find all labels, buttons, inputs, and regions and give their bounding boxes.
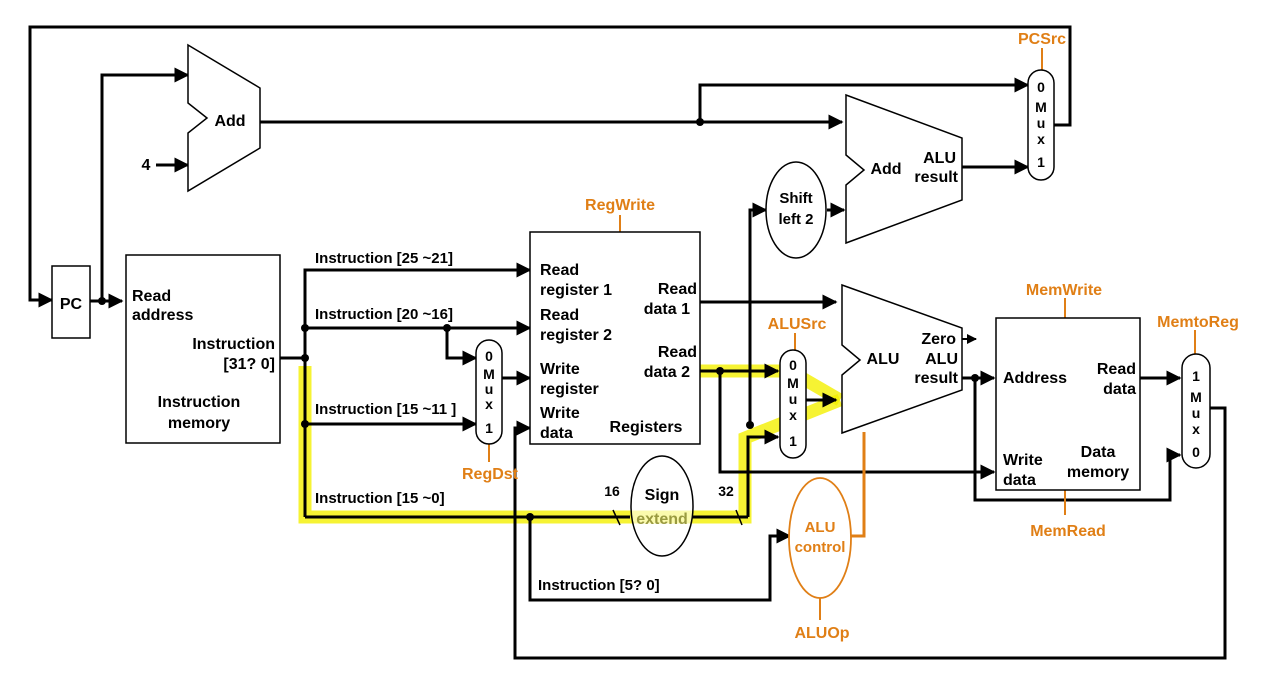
pcsrc-label: PCSrc (1018, 31, 1066, 48)
control-wires (488, 48, 1196, 620)
branch-adder-label: Add (870, 161, 901, 178)
instr-5-0-label: Instruction [5? 0] (538, 577, 660, 594)
shift-line2: left 2 (778, 211, 813, 228)
instr-15-0-label: Instruction [15 ~0] (315, 490, 445, 507)
mux-text: x (1192, 421, 1200, 437)
alu-control: ALU control (788, 477, 852, 599)
branch-alu-result-1: ALU (923, 150, 956, 167)
branch-adder: Add ALU result (845, 93, 963, 245)
mux-text: u (789, 391, 798, 407)
reg-read2-line1: Read (540, 307, 579, 324)
sign-line1: Sign (645, 487, 680, 504)
junctions (98, 118, 979, 521)
wires (28, 25, 1227, 660)
mux-text: M (483, 366, 495, 382)
dmem-write-line2: data (1003, 472, 1036, 489)
mux-text: M (1035, 99, 1047, 115)
mux-text: 1 (789, 433, 797, 449)
memwrite-label: MemWrite (1026, 282, 1102, 299)
mux-text: 1 (485, 420, 493, 436)
reg-rdata2-line2: data 2 (644, 364, 690, 381)
data-memory: Address Read data Write data Data memory (995, 317, 1141, 491)
regdst-mux: 0 M u x 1 (475, 339, 503, 445)
alusrc-label: ALUSrc (768, 316, 827, 333)
constant-four: 4 (142, 157, 151, 174)
mux-text: u (485, 381, 494, 397)
alu-control-line1: ALU (805, 519, 836, 536)
alu-result-1: ALU (925, 351, 958, 368)
imem-name-2: memory (168, 415, 230, 432)
bits-32-label: 32 (718, 483, 734, 499)
reg-rdata1-line1: Read (658, 281, 697, 298)
bits-16-label: 16 (604, 483, 620, 499)
dmem-write-line1: Write (1003, 452, 1043, 469)
register-file: Read register 1 Read register 2 Write re… (529, 231, 701, 445)
registers-label: Registers (610, 419, 683, 436)
main-alu: ALU Zero ALU result (841, 283, 963, 435)
regwrite-label: RegWrite (585, 197, 655, 214)
dmem-address-label: Address (1003, 370, 1067, 387)
mux-text: M (787, 375, 799, 391)
reg-rdata2-line1: Read (658, 344, 697, 361)
imem-instr-1: Instruction (192, 336, 275, 353)
reg-read1-line2: register 1 (540, 282, 612, 299)
dmem-read-line2: data (1103, 381, 1136, 398)
shift-line1: Shift (779, 190, 812, 207)
mux-text: 0 (789, 357, 797, 373)
mux-text: M (1190, 389, 1202, 405)
reg-read2-line2: register 2 (540, 327, 612, 344)
imem-read-address-1: Read (132, 288, 171, 305)
mux-text: x (789, 407, 797, 423)
mux-text: 1 (1192, 368, 1200, 384)
mux-text: 0 (1037, 79, 1045, 95)
pc-register: PC (51, 265, 91, 339)
memread-label: MemRead (1030, 523, 1106, 540)
mux-text: x (485, 396, 493, 412)
sign-extend: Sign extend 16 32 (604, 455, 743, 557)
regdst-label: RegDst (462, 466, 519, 483)
pc-adder-label: Add (214, 113, 245, 130)
dmem-read-line1: Read (1097, 361, 1136, 378)
sign-line2: extend (636, 511, 688, 528)
alu-control-line2: control (795, 539, 846, 556)
control-signal-labels: PCSrc RegWrite ALUSrc RegDst MemWrite Me… (462, 31, 1239, 642)
dmem-name-line1: Data (1081, 444, 1116, 461)
dmem-name-line2: memory (1067, 464, 1129, 481)
shift-left-2: Shift left 2 (765, 161, 827, 259)
instr-15-11-label: Instruction [15 ~11 ] (315, 401, 456, 418)
mux-text: u (1192, 405, 1201, 421)
mux-text: u (1037, 115, 1046, 131)
alu-label: ALU (867, 351, 900, 368)
mux-text: 0 (485, 348, 493, 364)
pc-adder: Add (187, 43, 261, 193)
imem-name-1: Instruction (158, 394, 241, 411)
imem-instr-2: [31? 0] (223, 356, 275, 373)
reg-write-line1: Write (540, 361, 580, 378)
mux-text: x (1037, 131, 1045, 147)
alusrc-mux: 0 M u x 1 (779, 349, 807, 459)
alu-result-2: result (914, 370, 958, 387)
instr-25-21-label: Instruction [25 ~21] (315, 250, 453, 267)
reg-rdata1-line2: data 1 (644, 301, 690, 318)
alu-zero-label: Zero (921, 331, 956, 348)
aluop-label: ALUOp (794, 625, 849, 642)
imem-read-address-2: address (132, 307, 193, 324)
mux-text: 1 (1037, 154, 1045, 170)
reg-wdata-line1: Write (540, 405, 580, 422)
memtoreg-label: MemtoReg (1157, 314, 1239, 331)
pc-label: PC (60, 296, 83, 313)
instr-20-16-label: Instruction [20 ~16] (315, 306, 453, 323)
reg-read1-line1: Read (540, 262, 579, 279)
reg-write-line2: register (540, 381, 599, 398)
memtoreg-mux: 1 M u x 0 (1181, 353, 1211, 469)
branch-alu-result-2: result (914, 169, 958, 186)
pcsrc-mux: 0 M u x 1 (1027, 69, 1055, 181)
reg-wdata-line2: data (540, 425, 573, 442)
mux-text: 0 (1192, 444, 1200, 460)
instruction-memory: Read address Instruction [31? 0] Instruc… (125, 254, 281, 444)
